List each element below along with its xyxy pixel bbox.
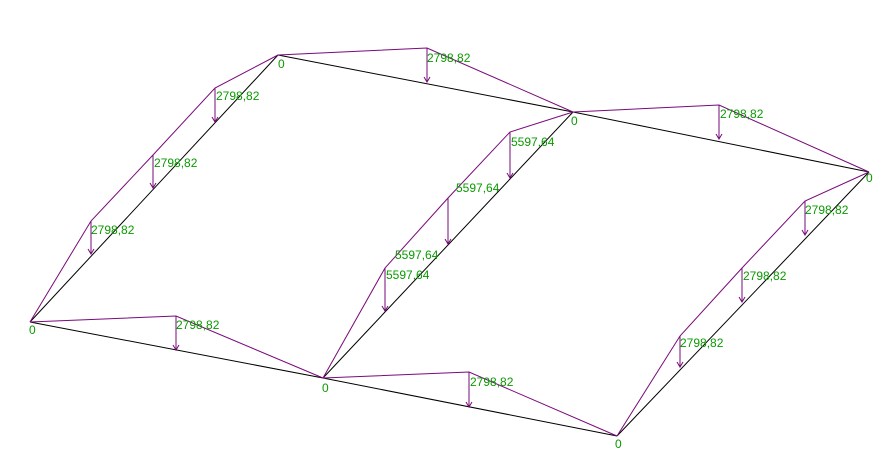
member-top-left	[277, 54, 574, 113]
load-arrow	[149, 155, 157, 189]
member-top-right	[572, 111, 870, 173]
load-arrow	[738, 268, 746, 303]
load-arrows	[87, 48, 809, 408]
node-label: 0	[322, 381, 329, 395]
load-arrow	[715, 105, 723, 140]
load-arrow	[506, 132, 514, 179]
load-label: 5597,64	[395, 248, 439, 262]
node-label: 0	[615, 437, 622, 451]
member-bottom-right	[322, 377, 618, 437]
load-label: 5597,64	[456, 181, 500, 195]
load-label: 2798,82	[216, 89, 260, 103]
member-right-edge	[616, 171, 870, 437]
load-arrow	[423, 48, 431, 83]
load-label: 2798,82	[743, 269, 787, 283]
load-label: 5597,64	[386, 268, 430, 282]
load-labels: 2798,82 2798,82 2798,82 2798,82 5597,64 …	[91, 51, 849, 389]
load-label: 2798,82	[470, 375, 514, 389]
node-label: 0	[866, 171, 873, 185]
load-label: 2798,82	[427, 51, 471, 65]
load-label: 2798,82	[680, 336, 724, 350]
load-arrow	[381, 268, 389, 312]
frame-members	[29, 54, 870, 437]
load-arrow	[801, 201, 809, 236]
load-arrow	[465, 372, 473, 408]
load-arrow	[211, 88, 219, 123]
node-label: 0	[278, 57, 285, 71]
load-label: 2798,82	[720, 107, 764, 121]
load-label: 2798,82	[805, 203, 849, 217]
member-left-edge	[29, 54, 279, 323]
member-middle	[322, 111, 574, 379]
node-label: 0	[571, 114, 578, 128]
load-arrow	[87, 221, 95, 255]
load-arrow	[172, 316, 180, 351]
load-label: 2798,82	[91, 223, 135, 237]
load-label: 5597,64	[511, 135, 555, 149]
node-labels: 0 0 0 0 0 0	[29, 57, 873, 451]
node-label: 0	[29, 323, 36, 337]
load-arrow	[444, 198, 452, 245]
load-arrow	[676, 336, 684, 368]
load-label: 2798,82	[154, 156, 198, 170]
load-label: 2798,82	[176, 318, 220, 332]
